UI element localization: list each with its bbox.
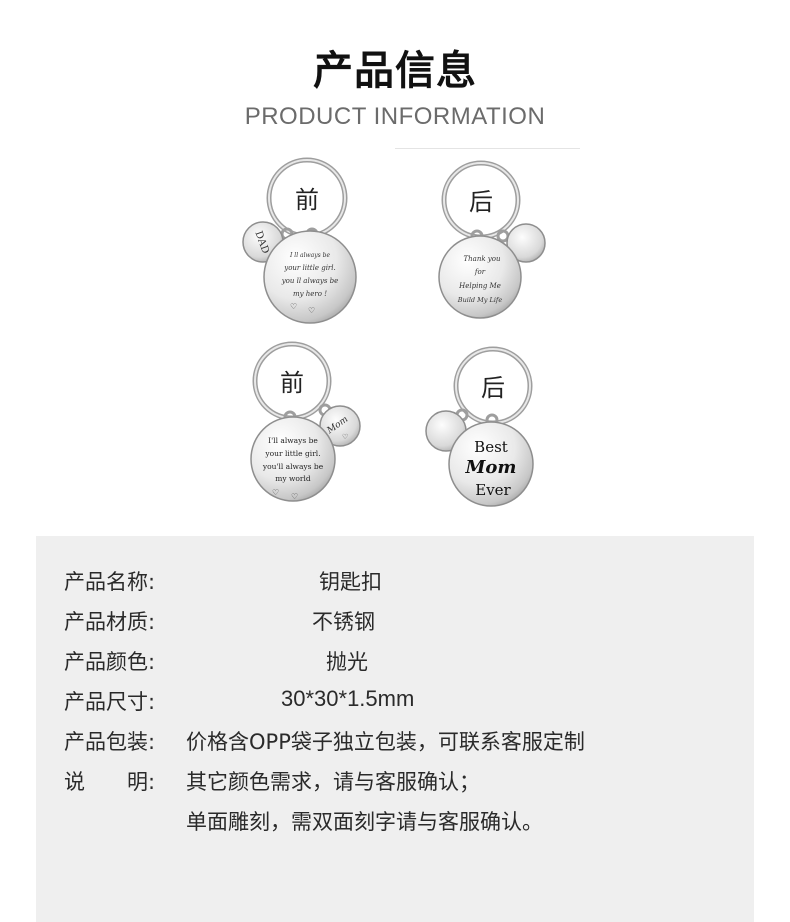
tag-line: I'll always be	[268, 436, 318, 445]
tag-line: my world	[275, 474, 311, 483]
side-label: 后	[469, 188, 493, 216]
tag-line: Mom	[465, 457, 517, 478]
product-images: 前 DAD I ll always be your little girl. y…	[242, 157, 546, 507]
tag-line: Build My Life	[457, 296, 503, 304]
page-title: 产品信息	[313, 48, 477, 94]
tag-line: Best	[474, 438, 508, 456]
tag-line: my hero !	[293, 290, 327, 298]
tag-line: you ll always be	[281, 277, 339, 285]
main-tag	[438, 235, 522, 319]
tag-line: Ever	[475, 481, 511, 499]
tag-line: Thank you	[463, 255, 500, 263]
tag-line: Helping Me	[458, 282, 501, 290]
spec-row-size: 产品尺寸: 30*30*1.5mm	[0, 686, 790, 716]
spec-value: 其它颜色需求，请与客服确认；	[186, 770, 480, 794]
tag-line: your little girl.	[283, 264, 336, 272]
side-label: 后	[481, 374, 505, 402]
main-tag	[448, 421, 534, 507]
heart-icon: ♡	[272, 488, 279, 497]
main-tag	[263, 230, 357, 324]
spec-row-note: 说 明: 其它颜色需求，请与客服确认；	[0, 766, 790, 796]
spec-value: 钥匙扣	[319, 570, 382, 594]
spec-value: 不锈钢	[312, 610, 375, 634]
spec-label: 产品尺寸:	[64, 690, 156, 714]
spec-row-color: 产品颜色: 抛光	[0, 646, 790, 676]
spec-label: 产品名称:	[64, 570, 156, 594]
tag-line: I ll always be	[289, 252, 330, 259]
small-tag	[506, 223, 546, 263]
keychain-front-dad: 前 DAD I ll always be your little girl. y…	[242, 157, 357, 324]
spec-row-note-continued: 单面雕刻，需双面刻字请与客服确认。	[0, 806, 790, 836]
heart-icon: ♡	[342, 433, 348, 441]
spec-row-package: 产品包装: 价格含OPP袋子独立包装，可联系客服定制	[0, 726, 790, 756]
keychain-back-thank-you: 后 Thank you for Helping Me Build My Life	[438, 160, 546, 319]
divider	[395, 148, 580, 149]
spec-label: 产品颜色:	[64, 650, 156, 674]
spec-value: 单面雕刻，需双面刻字请与客服确认。	[186, 810, 543, 834]
heart-icon: ♡	[308, 306, 315, 315]
spec-label: 说 明:	[64, 770, 156, 794]
tag-line: your little girl.	[264, 449, 320, 458]
spec-value: 抛光	[326, 650, 368, 674]
spec-label: 产品包装:	[64, 730, 156, 754]
spec-row-name: 产品名称: 钥匙扣	[0, 566, 790, 596]
spec-panel	[36, 536, 754, 922]
side-label: 前	[280, 369, 304, 397]
side-label: 前	[295, 186, 319, 214]
heart-icon: ♡	[290, 302, 297, 311]
spec-value: 价格含OPP袋子独立包装，可联系客服定制	[186, 730, 585, 754]
keychain-back-best-mom: 后 Best Mom Ever	[425, 346, 534, 507]
tag-line: you'll always be	[262, 462, 324, 471]
spec-label: 产品材质:	[64, 610, 156, 634]
main-tag	[250, 416, 336, 502]
spec-row-material: 产品材质: 不锈钢	[0, 606, 790, 636]
keychain-front-mom: 前 Mom ♡ I'll always be your little girl.…	[250, 341, 361, 502]
heart-icon: ♡	[291, 492, 298, 501]
spec-value: 30*30*1.5mm	[281, 686, 415, 711]
page-subtitle: PRODUCT INFORMATION	[244, 103, 546, 130]
tag-line: for	[474, 268, 486, 276]
